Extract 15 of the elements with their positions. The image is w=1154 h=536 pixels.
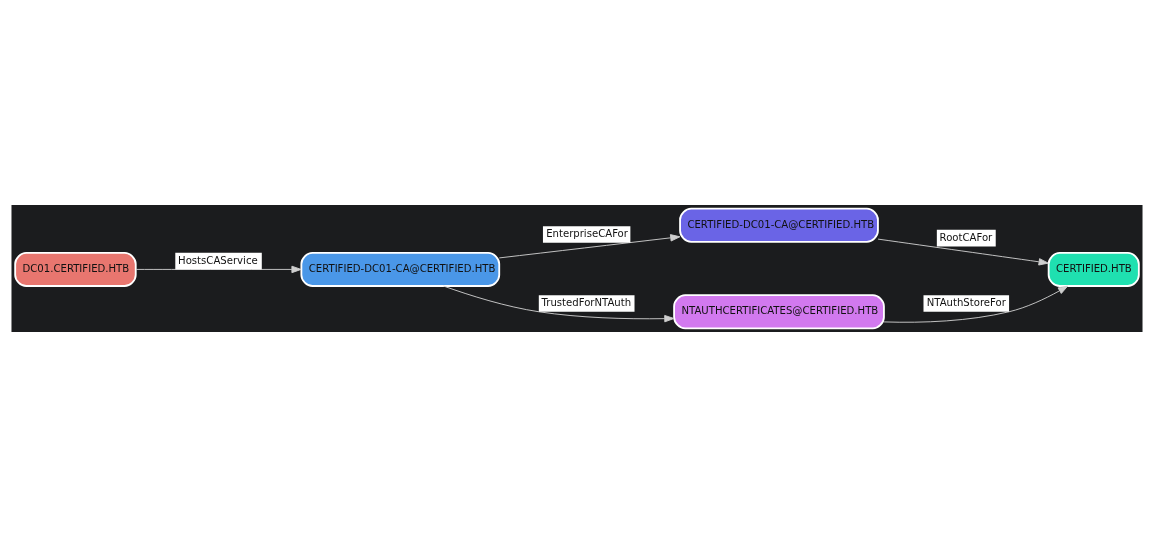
- node-box: CERTIFIED-DC01-CA@CERTIFIED.HTB: [300, 251, 501, 287]
- edge-label: TrustedForNTAuth: [541, 296, 632, 308]
- edge-label: NTAuthStoreFor: [926, 296, 1006, 308]
- node-box: CERTIFIED.HTB: [1047, 251, 1140, 287]
- node-box: CERTIFIED-DC01-CA@CERTIFIED.HTB: [679, 207, 879, 243]
- arrow: [135, 265, 302, 273]
- edge-label: HostsCAService: [178, 254, 258, 266]
- arrow: [498, 233, 681, 258]
- node-box: NTAUTHCERTIFICATES@CERTIFIED.HTB: [673, 293, 885, 329]
- arrow: [877, 238, 1049, 265]
- edge-label: RootCAFor: [939, 231, 993, 243]
- edge-label: EnterpriseCAFor: [546, 227, 628, 239]
- node-box: DC01.CERTIFIED.HTB: [14, 251, 137, 287]
- arrow: [883, 285, 1069, 323]
- arrow: [443, 285, 675, 322]
